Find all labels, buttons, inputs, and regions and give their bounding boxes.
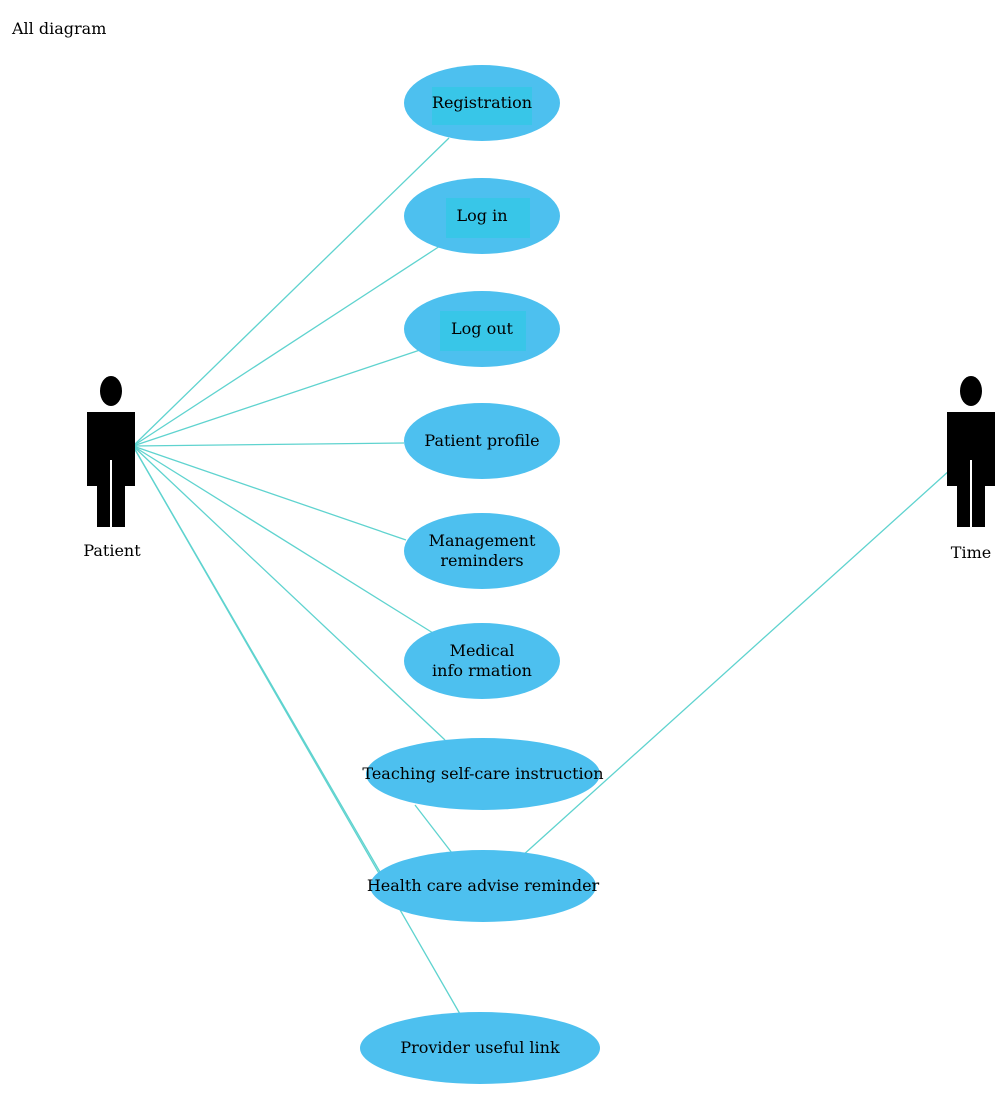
use-case-label: Health care advise reminder (367, 876, 600, 895)
association-patient-log-out (132, 349, 421, 447)
use-case-label: reminders (440, 551, 523, 570)
use-case-ellipse (366, 738, 600, 810)
connector-teaching-health-care (414, 804, 453, 854)
use-case-patient-profile[interactable]: Patient profile (404, 403, 560, 479)
actor-patient[interactable]: Patient (83, 376, 141, 560)
diagram-title: All diagram (11, 19, 106, 38)
actor-label: Time (951, 543, 991, 562)
use-case-label-box (432, 87, 532, 125)
use-case-label: Provider useful link (400, 1038, 560, 1057)
use-case-ellipse (360, 1012, 600, 1084)
association-patient-registration (132, 137, 450, 447)
association-patient-management-reminders (132, 445, 407, 541)
use-case-label: Teaching self-care instruction (362, 764, 603, 783)
association-patient-log-in (132, 245, 441, 447)
association-patient-medical-information (132, 445, 434, 634)
use-case-label: Patient profile (424, 431, 539, 450)
use-case-label-box (440, 311, 526, 351)
use-case-ellipse (404, 513, 560, 589)
use-case-label: Management (429, 531, 536, 550)
use-case-label: Log out (451, 319, 514, 338)
use-case-provider-useful-link[interactable]: Provider useful link (360, 1012, 600, 1084)
association-lines (132, 137, 951, 1015)
association-time-health-care-advise-reminder (521, 469, 951, 857)
use-case-label: Log in (456, 206, 507, 225)
actor-label: Patient (83, 541, 141, 560)
use-case-ellipse (404, 403, 560, 479)
association-patient-teaching-self-care-instruction (132, 445, 446, 741)
use-case-ellipse (370, 850, 596, 922)
use-case-label: Medical (450, 641, 515, 660)
use-case-ellipse (404, 623, 560, 699)
actor-time[interactable]: Time (947, 376, 995, 562)
use-case-health-care-advise-reminder[interactable]: Health care advise reminder (367, 850, 600, 922)
stick-figure-icon (947, 376, 995, 527)
use-case-label: Registration (432, 93, 532, 112)
use-case-teaching-self-care-instruction[interactable]: Teaching self-care instruction (362, 738, 604, 810)
use-case-label-box (446, 198, 530, 238)
association-patient-patient-profile (132, 442, 405, 447)
use-case-log-in[interactable]: Log in (404, 178, 560, 254)
stick-figure-icon (87, 376, 135, 527)
actors: Patient Time (83, 376, 995, 562)
use-case-log-out[interactable]: Log out (404, 291, 560, 367)
use-case-registration[interactable]: Registration (404, 65, 560, 141)
association-patient-provider-useful-link (132, 445, 461, 1015)
use-case-label: info rmation (432, 661, 532, 680)
